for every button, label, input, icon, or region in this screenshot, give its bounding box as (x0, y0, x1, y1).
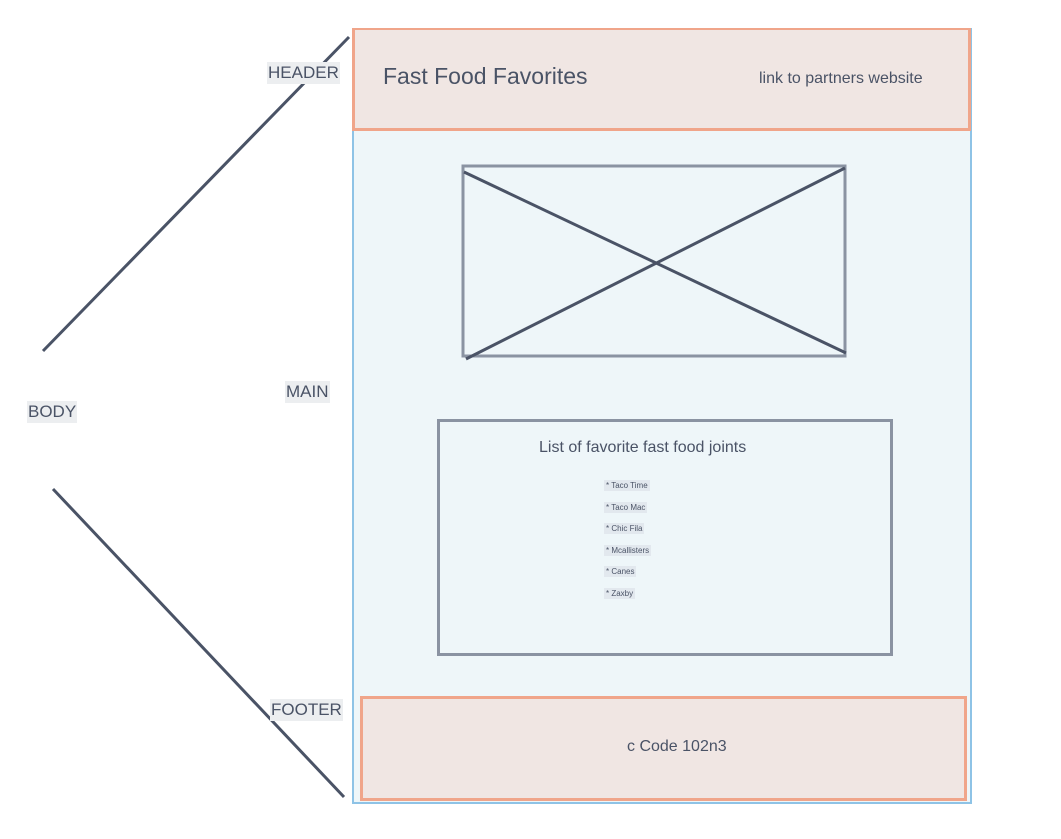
body-label: BODY (27, 401, 78, 423)
list-item: * Chic Fila (604, 523, 645, 534)
list-item: * Canes (604, 566, 637, 577)
image-placeholder-cross-b (465, 166, 846, 361)
partners-website-link[interactable]: link to partners website (759, 70, 923, 87)
header-box (352, 28, 971, 131)
list-box (437, 419, 893, 656)
list-item: * Zaxby (604, 587, 636, 599)
list-item: * Taco Time (604, 480, 650, 491)
list: * Taco Time * Taco Mac * Chic Fila * Mca… (604, 480, 652, 609)
body-lower-connector (51, 487, 346, 799)
footer-label: FOOTER (270, 699, 343, 721)
footer-text: c Code 102n3 (627, 738, 727, 755)
body-frame (352, 28, 972, 804)
list-item: * Mcallisters (604, 544, 652, 556)
main-label: MAIN (285, 381, 330, 403)
image-placeholder-border (461, 164, 847, 358)
header-label: HEADER (267, 62, 340, 84)
list-item: * Taco Mac (604, 501, 648, 513)
list-title: List of favorite fast food joints (539, 439, 747, 456)
site-title: Fast Food Favorites (383, 63, 588, 89)
image-placeholder (461, 164, 847, 361)
footer-box (360, 696, 967, 801)
body-upper-connector (41, 35, 351, 353)
